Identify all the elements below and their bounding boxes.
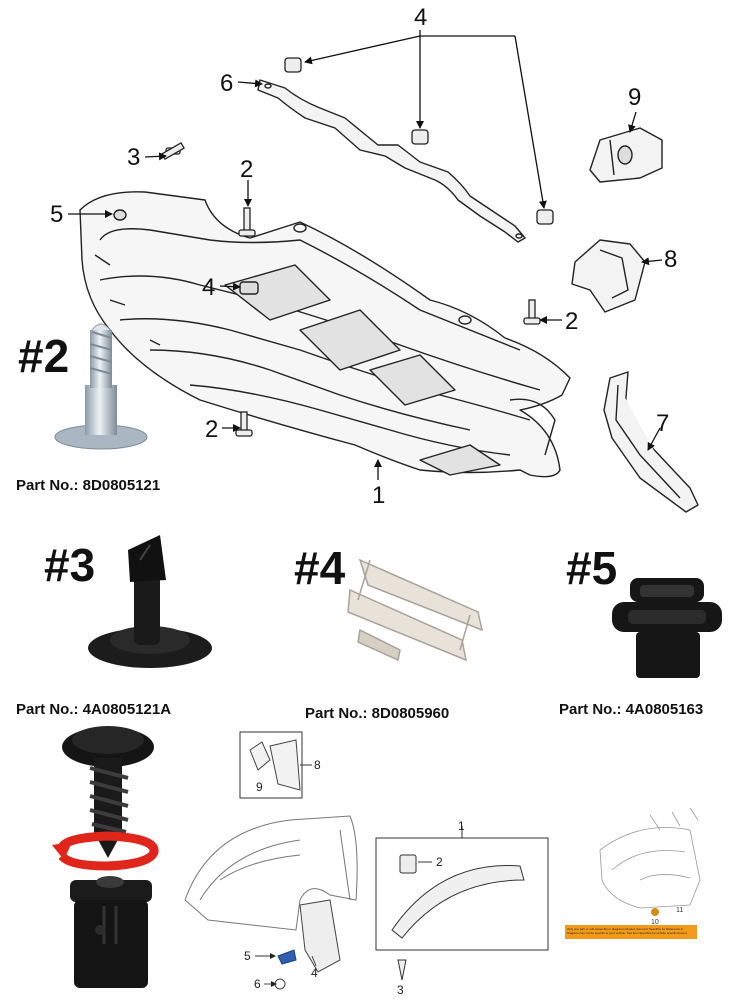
plastic-clip-photo [612, 578, 722, 678]
fender-callout-9: 9 [256, 780, 263, 794]
bracket-9 [589, 127, 663, 183]
callout-2-top: 2 [240, 156, 254, 183]
part-3-label: #3 [44, 539, 96, 591]
undertray-panel [79, 191, 571, 478]
callout-4-top: 4 [414, 4, 428, 31]
thumb-callout-10: 10 [651, 919, 659, 926]
disclaimer-banner: Only one part or sub-assembly in diagram… [565, 925, 697, 939]
part-4-label: #4 [294, 542, 346, 594]
callout-3: 3 [127, 144, 141, 171]
nut-photo [70, 876, 152, 988]
disclaimer-text: Only one part or sub-assembly in diagram… [567, 927, 688, 935]
callout-4-left: 4 [202, 274, 216, 301]
callout-2-bottom: 2 [205, 416, 219, 443]
fender-callout-5: 5 [244, 949, 251, 963]
fender-callout-4: 4 [311, 966, 318, 980]
part-4-number: Part No.: 8D0805960 [305, 705, 450, 722]
callout-8: 8 [664, 246, 678, 273]
push-rivet-photo [88, 535, 212, 668]
parts-photos [88, 535, 722, 678]
fender-callout-3: 3 [397, 983, 404, 997]
callout-2-right: 2 [565, 308, 579, 335]
part-2-number: Part No.: 8D0805121 [16, 477, 161, 494]
part-2-label: #2 [18, 330, 70, 382]
reinforcement-bar [257, 79, 526, 243]
undertray-diagram [68, 30, 699, 513]
part-5-label: #5 [566, 542, 618, 594]
part-3-number: Part No.: 4A0805121A [16, 701, 172, 718]
thumb-callout-11: 11 [676, 907, 684, 914]
fender-callout-6: 6 [254, 977, 261, 991]
callout-6: 6 [220, 70, 234, 97]
screw-photo [62, 726, 154, 858]
fender-callout-8: 8 [314, 758, 321, 772]
fender-callout-1: 1 [458, 819, 465, 833]
callout-1: 1 [372, 482, 386, 509]
callout-9: 9 [628, 84, 642, 111]
fender-callout-2: 2 [436, 855, 443, 869]
rotation-arrow-icon [52, 831, 159, 871]
speed-nut-clips [284, 57, 554, 225]
callout-7: 7 [656, 410, 670, 437]
callout-5: 5 [50, 201, 64, 228]
part-5-number: Part No.: 4A0805163 [559, 701, 704, 718]
bracket-7 [603, 371, 699, 513]
bolts [161, 142, 541, 437]
bracket-8 [571, 239, 646, 313]
leader-lines [68, 30, 663, 480]
metal-clip-photo [347, 558, 484, 662]
part-2-bolt-photo [54, 323, 148, 450]
